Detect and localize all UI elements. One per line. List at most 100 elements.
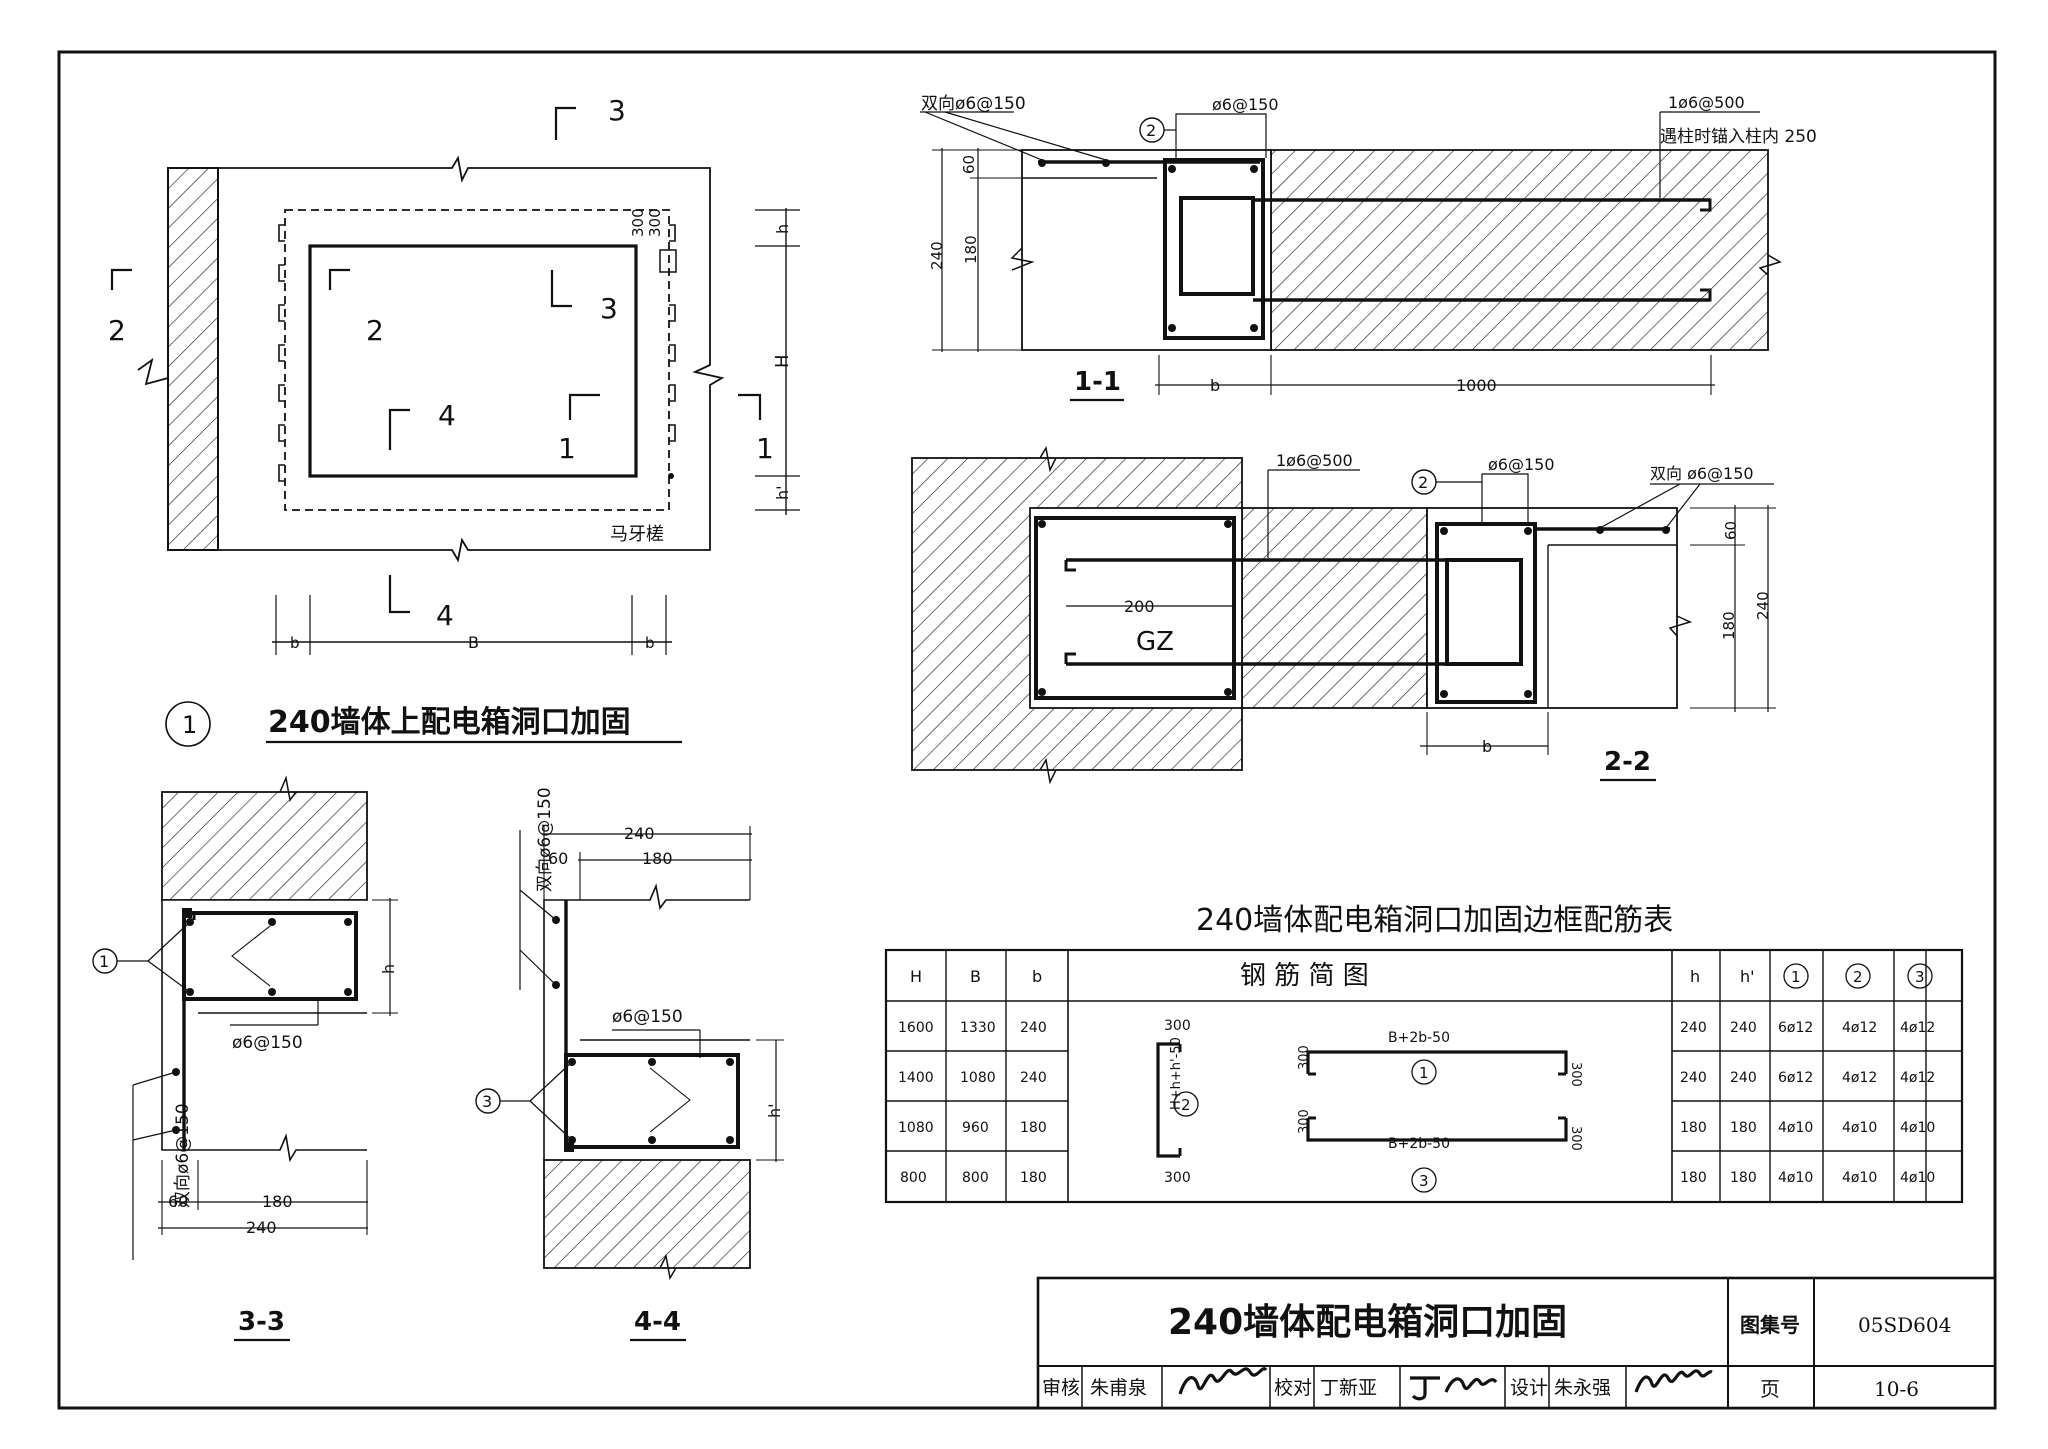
th-b: b: [1032, 967, 1042, 986]
th-c1: 1: [1791, 968, 1801, 986]
s44-double-label: 双向ø6@150: [535, 787, 555, 892]
svg-text:180: 180: [1680, 1170, 1707, 1186]
s33-double-label: 双向ø6@150: [173, 1103, 193, 1208]
s22-gz-label: GZ: [1136, 627, 1174, 657]
th-c2: 2: [1853, 968, 1863, 986]
detail-index-circle: [165, 701, 211, 747]
s44-title: 4-4: [634, 1307, 681, 1337]
reviewer-signature: [1178, 1367, 1268, 1395]
svg-text:4ø10: 4ø10: [1778, 1120, 1813, 1136]
svg-text:6ø12: 6ø12: [1778, 1070, 1813, 1086]
s44-stirrup-label: ø6@150: [612, 1007, 683, 1027]
dim-300a: 300: [629, 208, 647, 237]
diag1-length: B+2b-50: [1388, 1030, 1450, 1046]
svg-text:240: 240: [1020, 1070, 1047, 1086]
s22-dim-200: 200: [1124, 597, 1155, 616]
s33-dim-180: 180: [262, 1192, 293, 1211]
th-B: B: [970, 967, 981, 986]
s33-dim-240: 240: [246, 1218, 277, 1237]
plan-opening: [308, 244, 638, 478]
s11-anchor-note: 遇柱时锚入柱内 250: [1660, 127, 1817, 147]
dim-300b: 300: [646, 208, 664, 237]
review-label: 审核: [1042, 1377, 1080, 1399]
svg-text:1330: 1330: [960, 1020, 996, 1036]
designer-name: 朱永强: [1554, 1377, 1611, 1399]
dim-H: H: [772, 354, 793, 368]
s22-double-label: 双向 ø6@150: [1650, 464, 1754, 483]
svg-text:4ø10: 4ø10: [1778, 1170, 1813, 1186]
s11-stirrup-label: ø6@150: [1212, 95, 1279, 114]
diag1-leg-300-left: 300: [1297, 1045, 1312, 1070]
sheet-border: [57, 50, 1997, 1410]
section-2-2: 1ø6@500 2 ø6@150 双向 ø6@150 200 GZ 60 180…: [911, 445, 1776, 785]
section-mark-2-inner: 2: [366, 314, 384, 347]
s44-circle-3: 3: [482, 1092, 492, 1111]
diag2-bottom-300: 300: [1164, 1170, 1191, 1186]
s11-circle-2: 2: [1146, 121, 1156, 140]
diag2-vertical-length: H+h+h'-50: [1169, 1037, 1184, 1110]
section-1-1: 双向ø6@150 2 ø6@150 1ø6@500 遇柱时锚入柱内 250 60…: [920, 93, 1817, 402]
section-mark-2-left: 2: [108, 314, 126, 347]
title-block-title: 240墙体配电箱洞口加固: [1168, 1302, 1567, 1343]
svg-text:1400: 1400: [898, 1070, 934, 1086]
s11-dim-240: 240: [928, 241, 946, 270]
designer-signature: [1634, 1369, 1713, 1393]
svg-text:240: 240: [1730, 1070, 1757, 1086]
diag3-length: B+2b-50: [1388, 1136, 1450, 1152]
diag2-circle: 2: [1181, 1096, 1191, 1114]
section-mark-1-right: 1: [756, 432, 774, 465]
s11-anchor-label: 1ø6@500: [1668, 93, 1745, 112]
section-mark-1-inner: 1: [558, 432, 576, 465]
section-mark-4-inner: 4: [438, 399, 456, 432]
detail-index-number: 1: [182, 711, 197, 739]
table-title: 240墙体配电箱洞口加固边框配筋表: [1196, 903, 1673, 938]
s22-dim-60: 60: [1722, 521, 1740, 540]
plan-dashed-zone: [284, 209, 670, 511]
svg-text:1080: 1080: [898, 1120, 934, 1136]
s22-stirrup-label: ø6@150: [1488, 455, 1555, 474]
svg-text:4ø12: 4ø12: [1842, 1070, 1877, 1086]
diag3-circle: 3: [1419, 1172, 1429, 1190]
rebar-diagram-3: B+2b-50 3 300 300: [1297, 1109, 1583, 1193]
s44-dim-60: 60: [548, 849, 568, 868]
svg-text:180: 180: [1730, 1170, 1757, 1186]
s33-circle-1: 1: [99, 952, 109, 971]
th-diagram: 钢 筋 简 图: [1240, 961, 1369, 991]
svg-text:800: 800: [962, 1170, 989, 1186]
s22-title: 2-2: [1604, 747, 1651, 777]
toothed-joint-note: 马牙槎: [610, 524, 664, 545]
s11-dim-180: 180: [962, 235, 980, 264]
s33-dim-60: 60: [168, 1192, 188, 1211]
design-label: 设计: [1510, 1377, 1548, 1399]
dim-h: h: [773, 224, 792, 234]
plan-wall-outline: [218, 155, 725, 563]
svg-text:4ø10: 4ø10: [1842, 1120, 1877, 1136]
s22-dim-b: b: [1482, 737, 1492, 756]
svg-text:6ø12: 6ø12: [1778, 1020, 1813, 1036]
plan-view: 3 2 2 3 4 1 1 4 马牙槎 h H h' 300 300 b B b: [108, 94, 800, 655]
svg-text:4ø12: 4ø12: [1842, 1020, 1877, 1036]
svg-text:4ø10: 4ø10: [1900, 1120, 1935, 1136]
s11-dim-b: b: [1210, 376, 1220, 395]
th-c3: 3: [1915, 968, 1925, 986]
detail-title: 240墙体上配电箱洞口加固: [268, 705, 631, 740]
svg-text:4ø10: 4ø10: [1842, 1170, 1877, 1186]
s11-dim-60: 60: [960, 155, 978, 174]
section-mark-3-inner: 3: [600, 292, 618, 325]
section-4-4: 双向ø6@150 3 ø6@150 240 60 180 h' 4-4: [475, 787, 784, 1342]
svg-text:180: 180: [1020, 1120, 1047, 1136]
rebar-diagram-1: B+2b-50 1 300 300: [1297, 1030, 1583, 1087]
s44-dim-240: 240: [624, 824, 655, 843]
s22-anchor-label: 1ø6@500: [1276, 451, 1353, 470]
svg-text:4ø10: 4ø10: [1900, 1170, 1935, 1186]
check-label: 校对: [1274, 1377, 1312, 1399]
plan-wall-hatch: [167, 167, 219, 551]
s11-title: 1-1: [1074, 367, 1121, 397]
s33-dim-h: h: [379, 964, 398, 974]
s44-dim-hp: h': [765, 1103, 784, 1118]
